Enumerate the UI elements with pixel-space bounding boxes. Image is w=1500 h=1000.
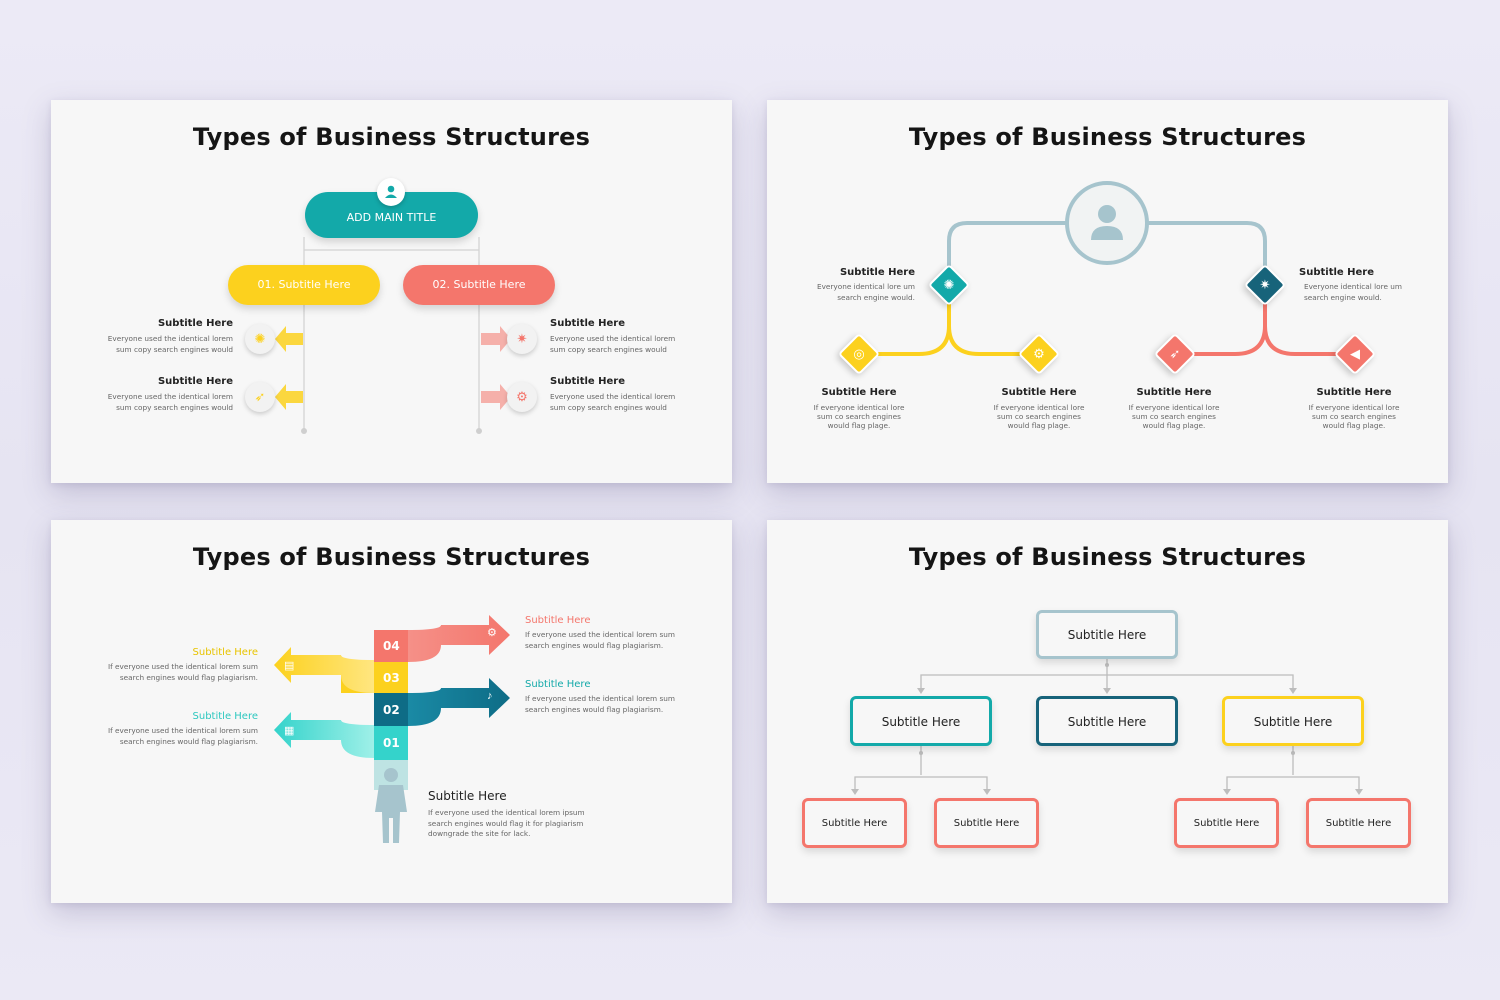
bottom-4-subtitle: Subtitle Here — [1316, 387, 1392, 398]
slide-tree-diamonds: Types of Business Structures ✺ ✷ ◎ ⚙ ➶ ◀… — [767, 100, 1448, 483]
arrow-ribbons — [274, 615, 510, 843]
user-icon — [1091, 205, 1123, 240]
top-left-subtitle: Subtitle Here — [839, 267, 915, 278]
bottom-2-desc: If everyone identical lore sum co search… — [993, 403, 1085, 431]
step-01-label: 01 — [383, 736, 400, 750]
user-icon — [377, 178, 405, 206]
megaphone-icon: ◀ — [1350, 346, 1360, 361]
bottom-desc: If everyone used the identical lorem ips… — [428, 808, 585, 839]
item-2-subtitle: Subtitle Here — [157, 376, 233, 387]
bottom-box-4: Subtitle Here — [1306, 798, 1411, 848]
bottom-box-1: Subtitle Here — [802, 798, 907, 848]
slide-title: Types of Business Structures — [908, 543, 1307, 571]
right-2-desc: If everyone used the identical lorem sum… — [525, 694, 675, 714]
rocket-icon: ➶ — [1169, 346, 1181, 361]
item-2-desc: Everyone used the identical lorem sum co… — [107, 392, 233, 412]
target-icon: ◎ — [853, 346, 865, 361]
right-1-desc: If everyone used the identical lorem sum… — [525, 630, 675, 650]
item-3-subtitle: Subtitle Here — [550, 318, 626, 329]
mid-box-1: Subtitle Here — [850, 696, 992, 746]
top-left-desc: Everyone identical lore um search engine… — [817, 282, 915, 302]
slide-title: Types of Business Structures — [192, 123, 591, 151]
bottom-box-3: Subtitle Here — [1174, 798, 1279, 848]
bell-icon: ♪ — [487, 690, 493, 702]
bottom-box-2: Subtitle Here — [934, 798, 1039, 848]
slide-title: Types of Business Structures — [192, 543, 591, 571]
lightbulb-icon: ✺ — [943, 277, 955, 292]
cart-icon: ▤ — [284, 660, 295, 672]
step-04-label: 04 — [383, 639, 400, 653]
left-1-subtitle: Subtitle Here — [192, 647, 258, 658]
right-2-subtitle: Subtitle Here — [525, 679, 591, 690]
gears-icon: ⚙ — [1033, 346, 1045, 361]
network-icon: ✷ — [1259, 277, 1271, 292]
branch-1-pill: 01. Subtitle Here — [228, 265, 380, 305]
slide-box-hierarchy: Types of Business Structures Subtitle He… — [767, 520, 1448, 903]
left-1-desc: If everyone used the identical lorem sum… — [108, 662, 258, 682]
bottom-2-subtitle: Subtitle Here — [1001, 387, 1077, 398]
bottom-3-desc: If everyone identical lore sum co search… — [1128, 403, 1220, 431]
item-1-desc: Everyone used the identical lorem sum co… — [107, 334, 233, 354]
lightbulb-icon: ✺ — [245, 324, 275, 354]
slide-org-chart-pills: Types of Business Structures ADD MAIN TI… — [51, 100, 732, 483]
item-3-desc: Everyone used the identical lorem sum co… — [550, 334, 676, 354]
step-02-label: 02 — [383, 703, 400, 717]
top-right-desc: Everyone identical lore um search engine… — [1304, 282, 1402, 302]
right-1-subtitle: Subtitle Here — [525, 615, 591, 626]
item-1-subtitle: Subtitle Here — [157, 318, 233, 329]
bottom-subtitle: Subtitle Here — [428, 789, 507, 803]
step-03-label: 03 — [383, 671, 400, 685]
bottom-1-desc: If everyone identical lore sum co search… — [813, 403, 905, 431]
bottom-1-subtitle: Subtitle Here — [821, 387, 897, 398]
network-icon: ✷ — [507, 324, 537, 354]
hierarchy-connectors — [851, 659, 1363, 795]
item-4-desc: Everyone used the identical lorem sum co… — [550, 392, 676, 412]
item-4-subtitle: Subtitle Here — [550, 376, 626, 387]
calendar-icon: ▦ — [284, 725, 295, 737]
bottom-3-subtitle: Subtitle Here — [1136, 387, 1212, 398]
gear-icon: ⚙ — [487, 627, 497, 639]
connector-lines — [275, 237, 511, 434]
left-2-subtitle: Subtitle Here — [192, 711, 258, 722]
person-icon — [375, 768, 407, 843]
branch-2-pill: 02. Subtitle Here — [403, 265, 555, 305]
mid-box-3: Subtitle Here — [1222, 696, 1364, 746]
rocket-icon: ➶ — [245, 382, 275, 412]
bottom-4-desc: If everyone identical lore sum co search… — [1308, 403, 1400, 431]
top-box: Subtitle Here — [1036, 610, 1178, 659]
tree-paths — [857, 181, 1357, 356]
slide-step-arrows: Types of Business Structures 04 03 02 01 — [51, 520, 732, 903]
left-2-desc: If everyone used the identical lorem sum… — [108, 726, 258, 746]
mid-box-2: Subtitle Here — [1036, 696, 1178, 746]
slide-title: Types of Business Structures — [908, 123, 1307, 151]
top-right-subtitle: Subtitle Here — [1299, 267, 1375, 278]
gears-icon: ⚙ — [507, 382, 537, 412]
main-title-label: ADD MAIN TITLE — [346, 211, 437, 224]
